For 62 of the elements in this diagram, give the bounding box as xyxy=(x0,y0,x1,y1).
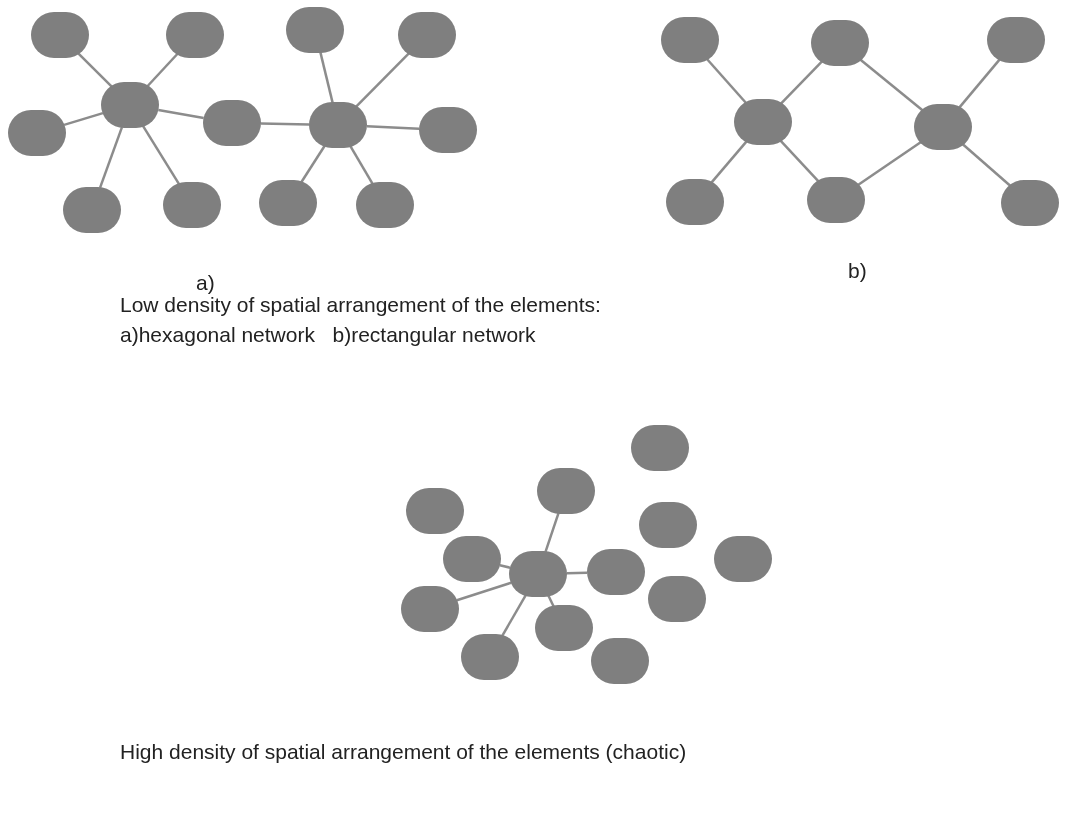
connector-line xyxy=(859,58,924,112)
connector-line xyxy=(260,122,310,126)
network-node xyxy=(309,102,367,148)
panel-label: b) xyxy=(848,259,867,282)
connector-line xyxy=(779,139,820,183)
network-node xyxy=(63,187,121,233)
network-node xyxy=(914,104,972,150)
network-node xyxy=(398,12,456,58)
network-node xyxy=(443,536,501,582)
caption-text: Low density of spatial arrangement of the elements: xyxy=(120,293,601,316)
network-node xyxy=(661,17,719,63)
connector-line xyxy=(158,108,204,120)
network-node xyxy=(631,425,689,471)
network-node xyxy=(259,180,317,226)
connector-line xyxy=(77,52,113,88)
caption-text: High density of spatial arrangement of the elements (chaotic) xyxy=(120,740,687,763)
connector-line xyxy=(705,57,748,105)
caption-text: a)hexagonal network b)rectangular network xyxy=(120,323,536,346)
network-node xyxy=(406,488,464,534)
network-node xyxy=(639,502,697,548)
network-node xyxy=(101,82,159,128)
connector-line xyxy=(961,143,1012,187)
network-node xyxy=(987,17,1045,63)
connector-line xyxy=(501,594,527,637)
network-node xyxy=(166,12,224,58)
connector-line xyxy=(366,125,420,130)
connector-line xyxy=(779,60,824,105)
network-node xyxy=(811,20,869,66)
network-node xyxy=(1001,180,1059,226)
network-node xyxy=(587,549,645,595)
network-node xyxy=(401,586,459,632)
connector-line xyxy=(349,145,374,185)
connector-line xyxy=(958,58,1001,109)
network-node xyxy=(461,634,519,680)
connector-line xyxy=(566,571,588,575)
connector-line xyxy=(146,52,179,88)
network-node xyxy=(509,551,567,597)
connector-line xyxy=(319,52,334,103)
connector-line xyxy=(141,125,181,185)
connector-line xyxy=(98,126,124,189)
network-node xyxy=(356,182,414,228)
connector-line xyxy=(710,140,748,184)
network-node xyxy=(591,638,649,684)
network-node xyxy=(714,536,772,582)
network-node xyxy=(163,182,221,228)
network-node xyxy=(419,107,477,153)
network-node xyxy=(734,99,792,145)
network-node xyxy=(203,100,261,146)
network-node xyxy=(31,12,89,58)
network-node xyxy=(8,110,66,156)
network-node xyxy=(535,605,593,651)
connector-line xyxy=(355,52,410,108)
network-node xyxy=(286,7,344,53)
connector-line xyxy=(63,111,104,127)
network-node xyxy=(666,179,724,225)
network-node xyxy=(537,468,595,514)
connector-line xyxy=(857,140,922,187)
connector-line xyxy=(544,512,560,553)
network-node xyxy=(648,576,706,622)
panel-label: a) xyxy=(196,271,215,294)
connector-line xyxy=(456,581,512,602)
network-node xyxy=(807,177,865,223)
